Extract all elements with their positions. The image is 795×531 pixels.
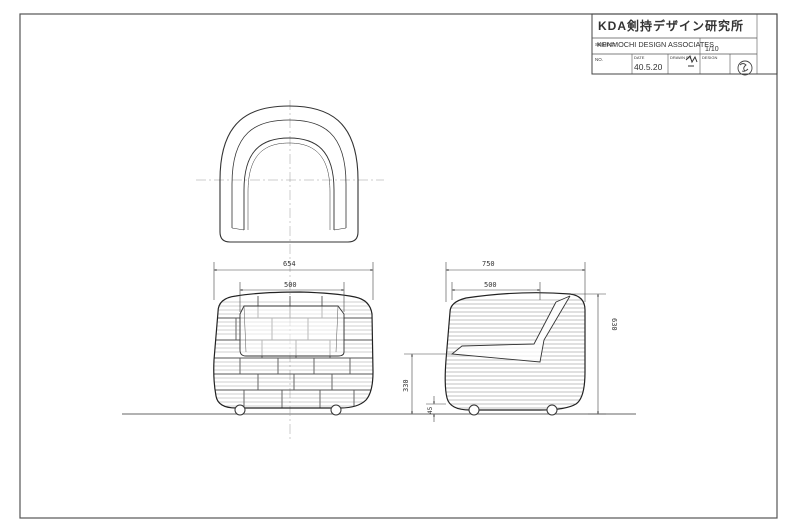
design-label: DESIGN [702, 55, 717, 60]
drawn-label: DRAWN BY [670, 55, 692, 60]
dimension-side-seat [451, 282, 541, 300]
company-name: KDA剣持デザイン研究所 [598, 18, 744, 33]
chair-front-view [213, 291, 374, 416]
dimension-front-seat [239, 282, 345, 312]
sheet-border [19, 13, 778, 519]
dimension-front-overall [213, 262, 374, 300]
front-casters [234, 404, 342, 416]
date-label: DATE [634, 55, 645, 60]
dimension-overall-height [572, 293, 606, 415]
dim-front-overall-width: 654 [283, 260, 296, 268]
dimension-seat-height [404, 353, 452, 415]
dim-seat-height: 330 [402, 379, 410, 392]
scale-value: 1/10 [705, 46, 719, 53]
dimension-side-overall [445, 262, 586, 302]
signature-mark [685, 55, 698, 67]
dimension-caster-height [426, 396, 446, 422]
drawing-date: 40.5.20 [634, 62, 663, 72]
dim-front-seat-width: 500 [284, 281, 297, 289]
stamp-icon [737, 60, 753, 76]
no-label: NO. [595, 57, 603, 62]
title-block: KDA剣持デザイン研究所 KENMOCHI DESIGN ASSOCIATES … [591, 13, 778, 76]
side-casters [468, 404, 558, 416]
dim-caster-height: 45 [427, 406, 434, 414]
company-name-en: KENMOCHI DESIGN ASSOCIATES [597, 40, 714, 49]
chair-side-view [444, 292, 586, 416]
chair-top-view [219, 105, 359, 243]
subject-label: SUBJECT [595, 42, 616, 47]
dim-overall-height: 630 [610, 318, 618, 331]
dim-side-overall-depth: 750 [482, 260, 495, 268]
dim-side-seat-depth: 500 [484, 281, 497, 289]
